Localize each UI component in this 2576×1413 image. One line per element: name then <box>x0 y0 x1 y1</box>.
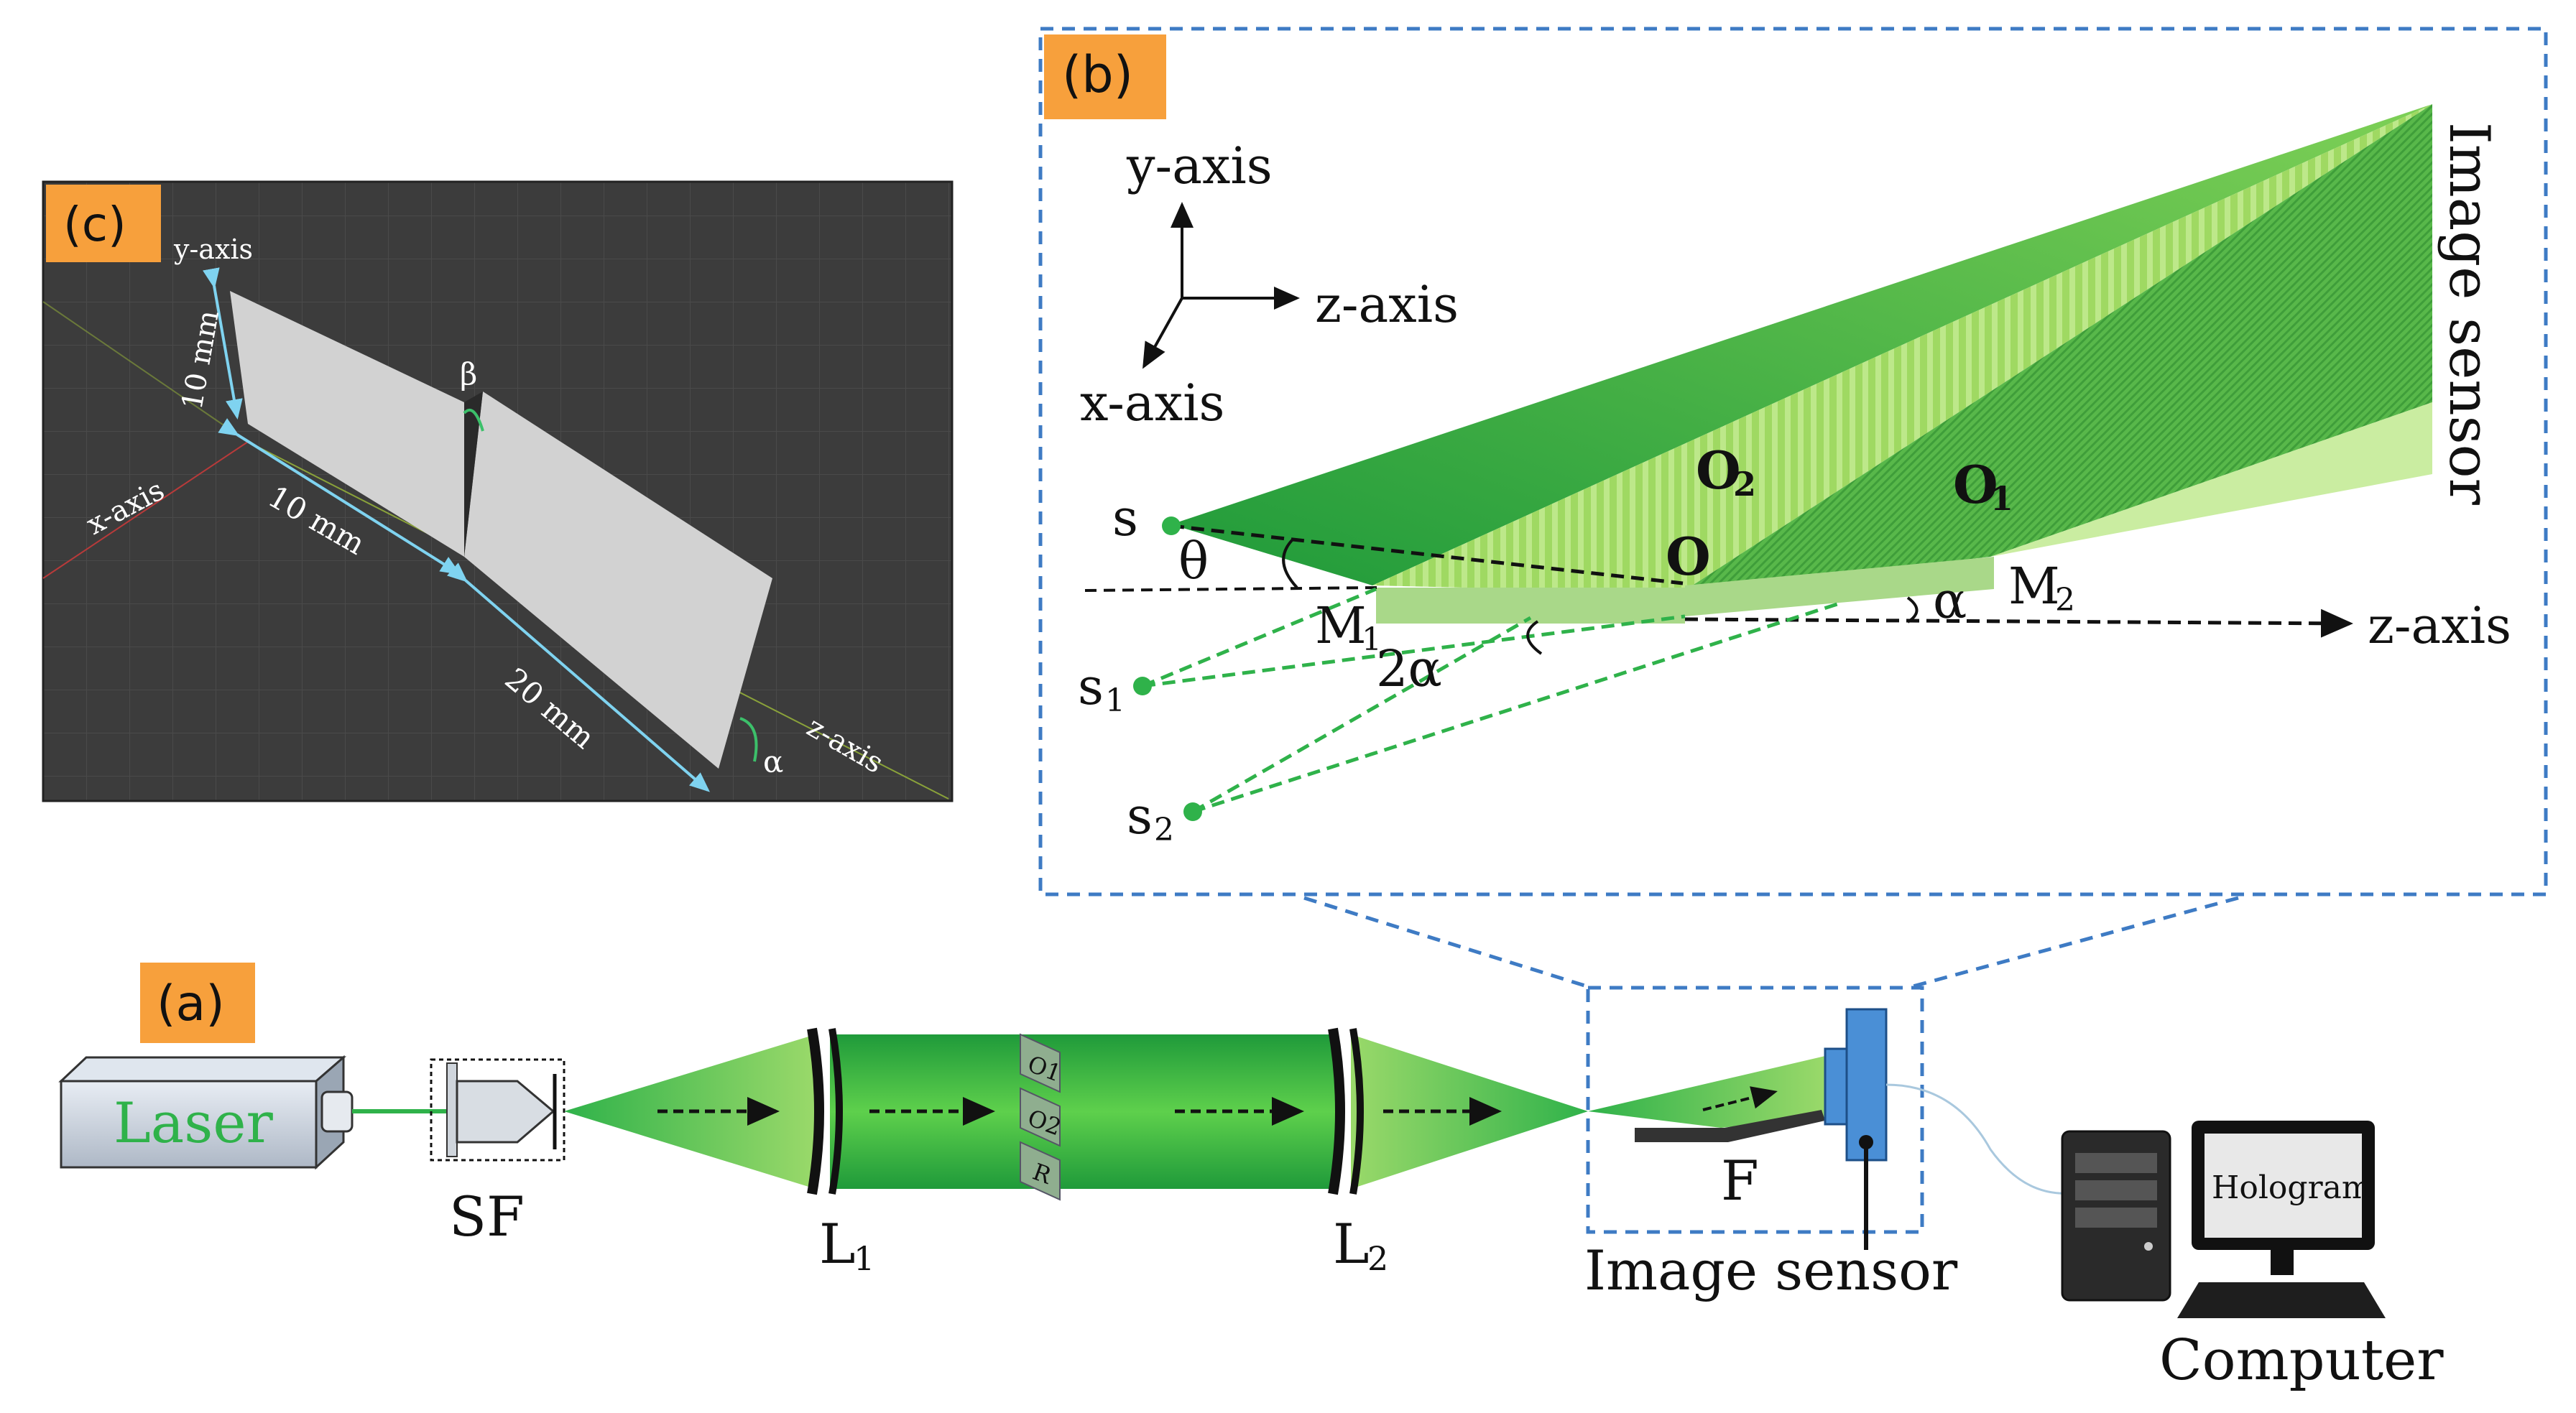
b-o-label: O <box>1666 526 1711 587</box>
sensor-mount <box>1824 1047 1848 1126</box>
filter-label: F <box>1721 1149 1759 1213</box>
s1-dash-1 <box>1142 587 1377 688</box>
dim-width-1 <box>218 418 461 575</box>
sensor-beam <box>1588 1056 1825 1128</box>
s1-dash-2 <box>1142 614 1686 688</box>
filter-plate <box>1635 1110 1825 1142</box>
panel-c-tag: (c) <box>63 197 126 252</box>
lens-l1 <box>807 1027 843 1195</box>
b-o1-sub: 1 <box>1990 479 2013 518</box>
sf-box <box>430 1058 565 1162</box>
s-to-o-line <box>1171 524 1684 585</box>
b-m2-sub: 2 <box>2055 582 2075 619</box>
sensor-pivot <box>1859 1135 1873 1149</box>
sensor-inset-frame <box>1586 986 1924 1234</box>
l1-label: L <box>819 1212 855 1276</box>
tower-led <box>2144 1242 2153 1251</box>
x-axis-line <box>42 441 249 579</box>
sf-mount <box>446 1062 458 1157</box>
l1-sub: 1 <box>854 1239 874 1278</box>
zoom-line-left <box>1303 896 1592 990</box>
horizontal-ref-line <box>1084 586 1379 592</box>
b-m1-sub: 1 <box>1362 621 1382 658</box>
alpha-arc-b <box>1906 596 1919 624</box>
c-alpha-label: α <box>763 744 783 779</box>
beam-o1-hatch <box>1681 104 2432 593</box>
panel-c: (c) y-axis 10 mm x-axis 10 mm 20 mm β α … <box>42 180 954 802</box>
dim-width-2 <box>447 562 711 792</box>
laser-top <box>58 1056 347 1083</box>
collimated-beam <box>830 1034 1337 1189</box>
tower-bay-3 <box>2075 1208 2157 1228</box>
c-beta-label: β <box>460 356 477 392</box>
b-two-alpha-label: 2α <box>1376 639 1442 698</box>
b-x-axis-label: x-axis <box>1080 374 1224 432</box>
b-s2-label: s <box>1127 787 1153 846</box>
b-z-axis-label: z-axis <box>1315 275 1459 334</box>
b-o2-sub: 2 <box>1733 465 1756 504</box>
b-m2-label: M <box>2008 557 2060 616</box>
point-s2 <box>1183 802 1202 821</box>
panel-b: (b) y-axis z-axis x-axis s θ <box>1038 27 2548 897</box>
panel-a: (a) Laser SF L 1 L 2 <box>58 963 2444 1393</box>
screen-label: Hologram <box>2212 1169 2372 1206</box>
tower-bay-1 <box>2075 1153 2157 1173</box>
sf-objective <box>456 1080 555 1144</box>
l2-sub: 2 <box>1367 1239 1388 1278</box>
panel-c-tag-box <box>46 185 161 262</box>
z-axis-dashed-b <box>1684 608 2353 638</box>
keyboard <box>2177 1282 2386 1318</box>
l2-label: L <box>1333 1212 1369 1276</box>
beam-o2-stripes <box>1372 104 2432 593</box>
alpha-arc <box>739 717 758 762</box>
sensor-label-a: Image sensor <box>1584 1238 1958 1302</box>
b-m1-label: M <box>1315 596 1367 655</box>
b-sensor-label: Image sensor <box>2437 122 2501 506</box>
s2-dash-1 <box>1191 616 1532 814</box>
panel-a-tag-box <box>140 963 255 1043</box>
point-s1 <box>1133 677 1152 695</box>
b-s1-label: s <box>1078 657 1104 716</box>
monitor-screen <box>2205 1134 2362 1238</box>
laser-body <box>60 1080 318 1169</box>
b-s2-sub: 2 <box>1154 812 1174 848</box>
laser-aperture <box>320 1090 354 1133</box>
beta-arc <box>463 408 484 432</box>
zoom-line-right <box>1907 896 2239 990</box>
lens-l2 <box>1328 1027 1364 1195</box>
dim-height <box>203 267 243 420</box>
mirror-m1-b <box>1376 588 1685 624</box>
b-theta-label: θ <box>1178 532 1209 590</box>
triad-x <box>1142 297 1183 369</box>
b-o2-label: O <box>1696 440 1741 501</box>
b-o1-label: O <box>1953 454 1998 515</box>
theta-arc <box>1282 537 1298 589</box>
b-s1-sub: 1 <box>1105 682 1125 719</box>
b-alpha-label: α <box>1933 571 1967 630</box>
b-y-axis-label: y-axis <box>1126 136 1273 195</box>
panel-b-tag: (b) <box>1062 45 1133 104</box>
mirror-gap <box>464 392 483 557</box>
monitor-neck <box>2271 1250 2294 1275</box>
computer-label: Computer <box>2159 1328 2444 1393</box>
beam-o1-light <box>1990 402 2432 557</box>
s2-dash-2 <box>1192 601 1840 814</box>
b-z-axis-label-2: z-axis <box>2368 596 2511 655</box>
c-y-axis-label: y-axis <box>173 233 253 265</box>
sensor-cable <box>1885 1083 2077 1195</box>
panel-a-tag: (a) <box>157 976 225 1032</box>
tower-bay-2 <box>2075 1180 2157 1200</box>
sf-label: SF <box>449 1185 525 1248</box>
point-s <box>1162 516 1181 535</box>
mirror-m2-b <box>1685 557 1994 616</box>
two-alpha-arc <box>1526 620 1543 655</box>
panel-b-tag-box <box>1044 34 1166 119</box>
beam-from-s <box>1171 104 2432 585</box>
object-plates: O1 O2 R <box>1020 1033 1065 1201</box>
laser-label: Laser <box>114 1091 273 1156</box>
b-s-label: s <box>1112 488 1138 547</box>
